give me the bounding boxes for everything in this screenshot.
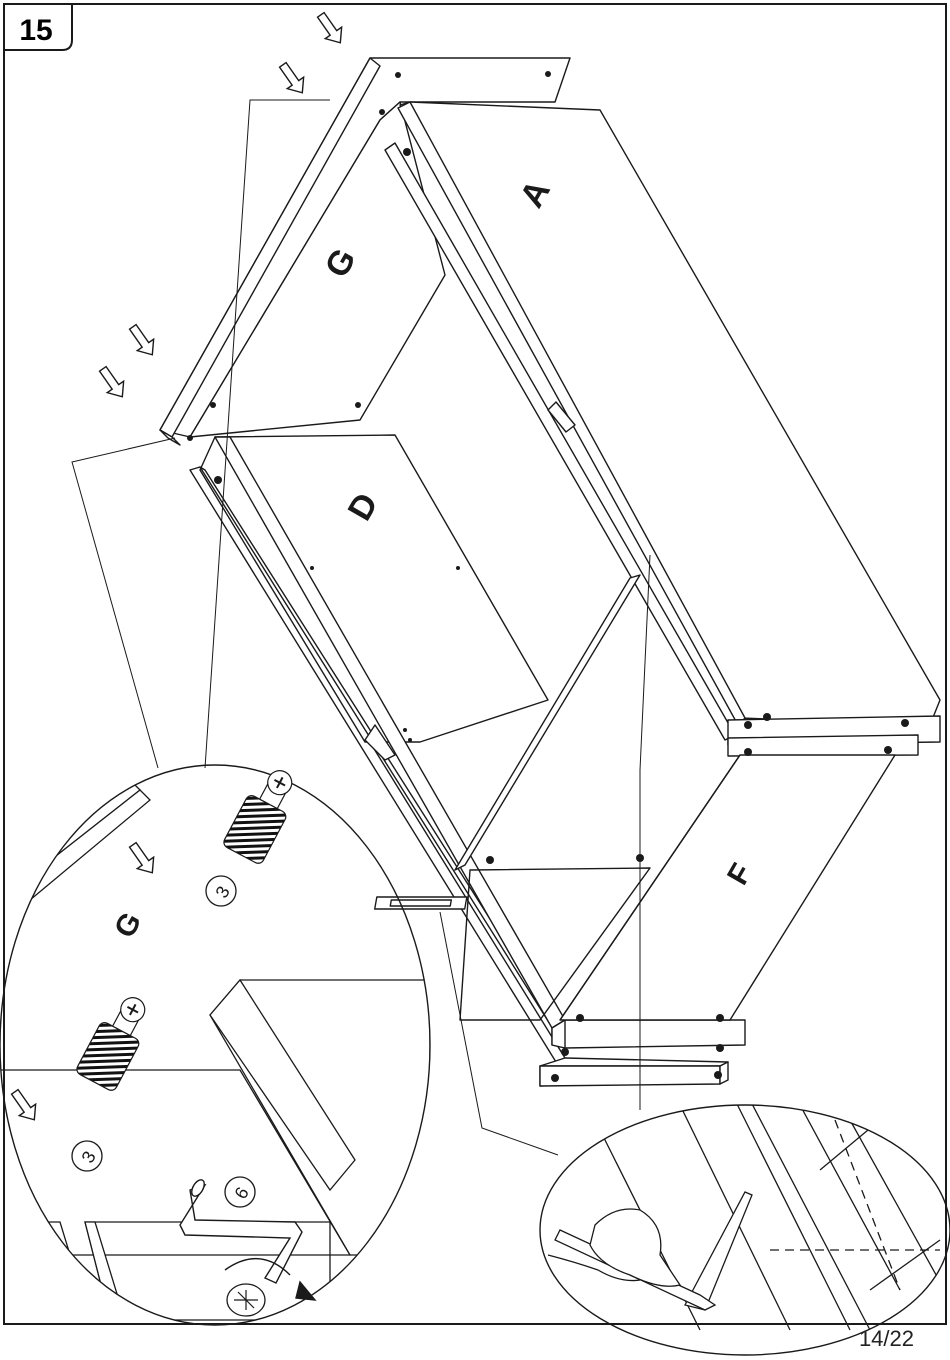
page-number: 14/22 xyxy=(859,1326,914,1352)
panel-f xyxy=(560,755,895,1020)
arrow-icon xyxy=(275,59,311,98)
quantity-badge: 3 xyxy=(206,876,236,906)
detail-zoom-small xyxy=(540,1100,950,1355)
dowel-icon xyxy=(222,762,305,866)
bottom-front-face xyxy=(552,1020,745,1048)
arrow-icon xyxy=(95,363,131,402)
drawer-slide xyxy=(375,897,467,909)
arrow-icon xyxy=(125,839,161,878)
quantity-badge: 6 xyxy=(225,1177,255,1207)
zoom-panel-label-g: G xyxy=(108,907,148,944)
step-badge: 15 xyxy=(4,4,72,50)
quantity-badge: 3 xyxy=(72,1141,102,1171)
arrow-icon xyxy=(125,321,161,360)
cabinet-assembly: G A D F xyxy=(160,58,940,1086)
detail-zoom-large: G 3 3 xyxy=(0,762,430,1325)
dowel-icon xyxy=(75,989,158,1093)
arrow-icon xyxy=(313,9,349,48)
step-number: 15 xyxy=(19,14,52,47)
arrow-icon xyxy=(7,1086,43,1125)
tighten-symbol-icon xyxy=(227,1284,265,1316)
